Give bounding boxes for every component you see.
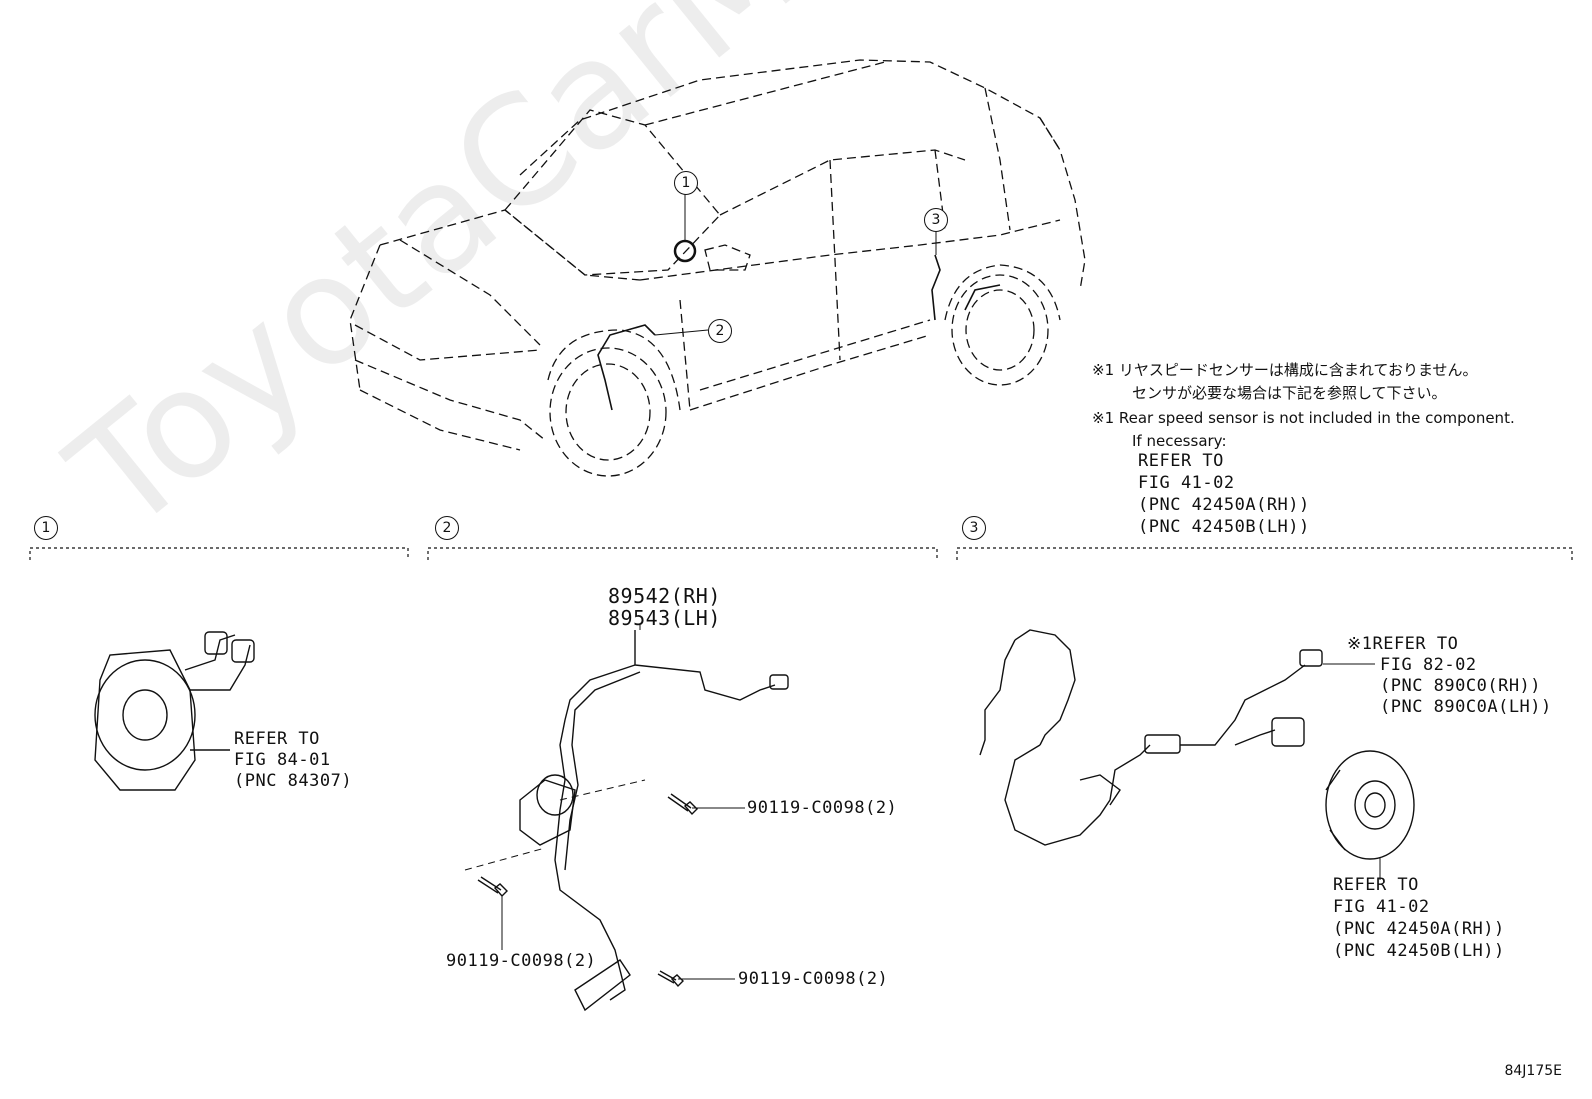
note-jp-line2: センサが必要な場合は下記を参照して下さい。 bbox=[1132, 384, 1447, 402]
car-callout-3[interactable]: 3 bbox=[924, 208, 948, 232]
hub-ref4: (PNC 42450B(LH)) bbox=[1333, 941, 1505, 961]
sensor-ref4: (PNC 890C0A(LH)) bbox=[1380, 697, 1552, 717]
bolt-part-number-a[interactable]: 90119-C0098(2) bbox=[747, 798, 898, 818]
section3-leaders bbox=[1323, 663, 1381, 880]
part-number-rh[interactable]: 89542(RH) bbox=[608, 584, 721, 608]
part-number-lh[interactable]: 89543(LH) bbox=[608, 606, 721, 630]
spiral-cable-sketch bbox=[94, 631, 255, 791]
hub-ref2: FIG 41-02 bbox=[1333, 897, 1430, 917]
note-ref2: FIG 41-02 bbox=[1138, 473, 1235, 493]
car-harness-lines bbox=[597, 254, 1001, 411]
car-callout-2[interactable]: 2 bbox=[708, 319, 732, 343]
sensor-ref1: ※1REFER TO bbox=[1347, 634, 1459, 654]
section2-dashed-leaders bbox=[464, 779, 646, 871]
note-ref1: REFER TO bbox=[1138, 451, 1224, 471]
rear-harness bbox=[979, 629, 1323, 846]
bolt-part-number-c[interactable]: 90119-C0098(2) bbox=[738, 969, 889, 989]
section1-ref3: (PNC 84307) bbox=[234, 771, 353, 791]
car-callout-1[interactable]: 1 bbox=[674, 171, 698, 195]
sensor-ref2: FIG 82-02 bbox=[1380, 655, 1477, 675]
car-leader-lines bbox=[654, 193, 937, 336]
note-en-line1: ※1 Rear speed sensor is not included in … bbox=[1092, 409, 1515, 427]
section-callout-3[interactable]: 3 bbox=[962, 516, 986, 540]
note-ref4: (PNC 42450B(LH)) bbox=[1138, 517, 1310, 537]
section-brackets bbox=[29, 547, 1573, 560]
wheels bbox=[547, 264, 1061, 477]
hub-ref1: REFER TO bbox=[1333, 875, 1419, 895]
section1-ref2: FIG 84-01 bbox=[234, 750, 331, 770]
note-en-line2: If necessary: bbox=[1132, 432, 1227, 450]
section1-ref1: REFER TO bbox=[234, 729, 320, 749]
front-sensor-harness bbox=[519, 630, 789, 1012]
bolt-part-number-b[interactable]: 90119-C0098(2) bbox=[446, 951, 597, 971]
section-callout-1[interactable]: 1 bbox=[34, 516, 58, 540]
section-callout-2[interactable]: 2 bbox=[435, 516, 459, 540]
car-illustration bbox=[349, 59, 1086, 451]
note-jp-line1: ※1 リヤスピードセンサーは構成に含まれておりません。 bbox=[1092, 361, 1478, 379]
hub-ref3: (PNC 42450A(RH)) bbox=[1333, 919, 1505, 939]
section2-leaders bbox=[501, 625, 745, 980]
note-ref3: (PNC 42450A(RH)) bbox=[1138, 495, 1310, 515]
figure-code: 84J175E bbox=[1504, 1063, 1562, 1079]
rear-hub bbox=[1325, 750, 1415, 860]
bolts bbox=[477, 793, 698, 988]
sensor-ref3: (PNC 890C0(RH)) bbox=[1380, 676, 1542, 696]
